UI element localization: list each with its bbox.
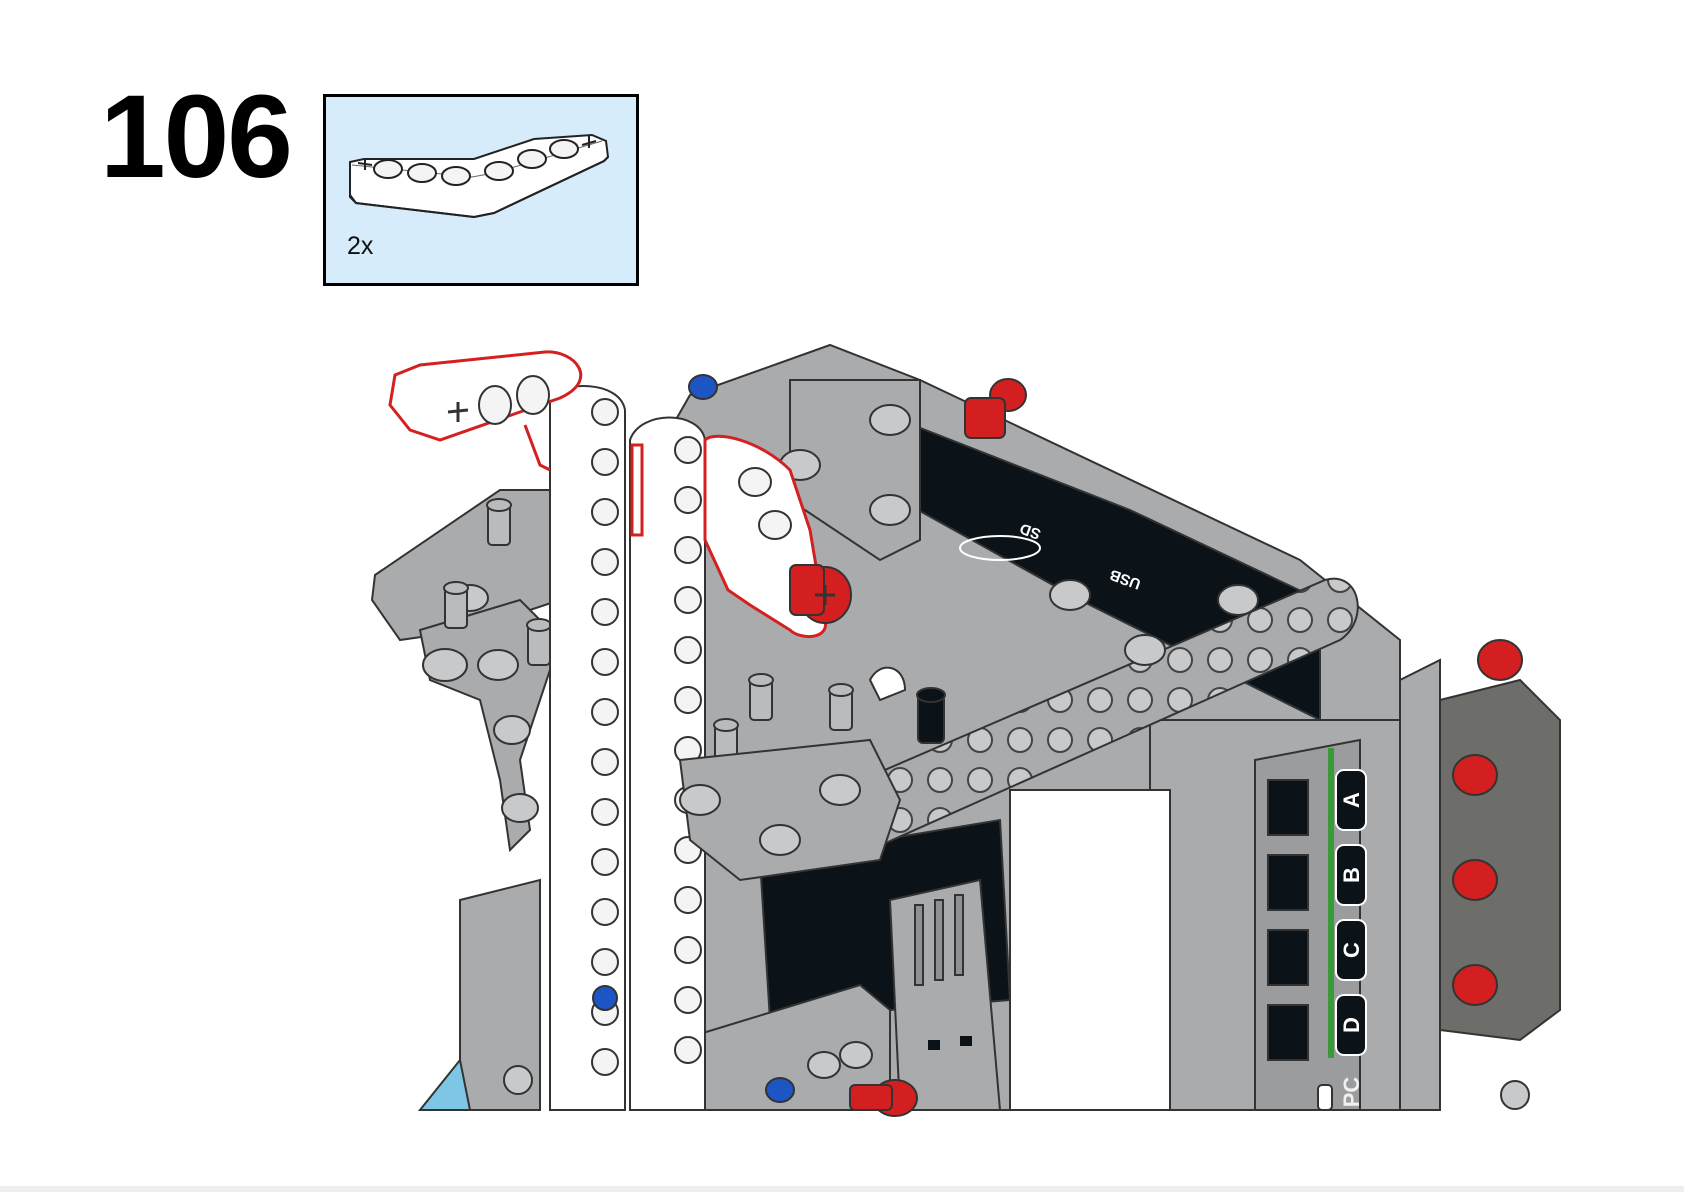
top-blue-pin [688,374,718,400]
sd-slot-label: SD [1018,519,1044,542]
parts-callout: 2x [323,94,639,286]
white-bushing [868,666,907,702]
white-vertical-beam-front [549,385,626,1111]
left-connector-cluster [370,489,602,853]
port-label-d: D [1339,1017,1364,1033]
white-vertical-beam-back [629,416,706,1111]
pc-port-label: PC [1339,1077,1364,1108]
mid-gray-connector [678,738,902,882]
liftarm-bent-white-icon [349,133,610,219]
part-quantity: 2x [347,232,374,260]
port-label-c: C [1339,942,1364,958]
page-bottom-rule [0,1186,1684,1192]
right-motor [1399,639,1561,1111]
step-number: 106 [100,71,293,203]
port-label-b: B [1339,867,1364,883]
top-red-pin [964,378,1027,439]
front-lower-block [679,983,918,1117]
port-label-a: A [1339,792,1364,808]
rear-frame [417,878,541,1111]
new-part-highlight-left [388,350,583,472]
new-part-highlight-right [630,434,852,639]
